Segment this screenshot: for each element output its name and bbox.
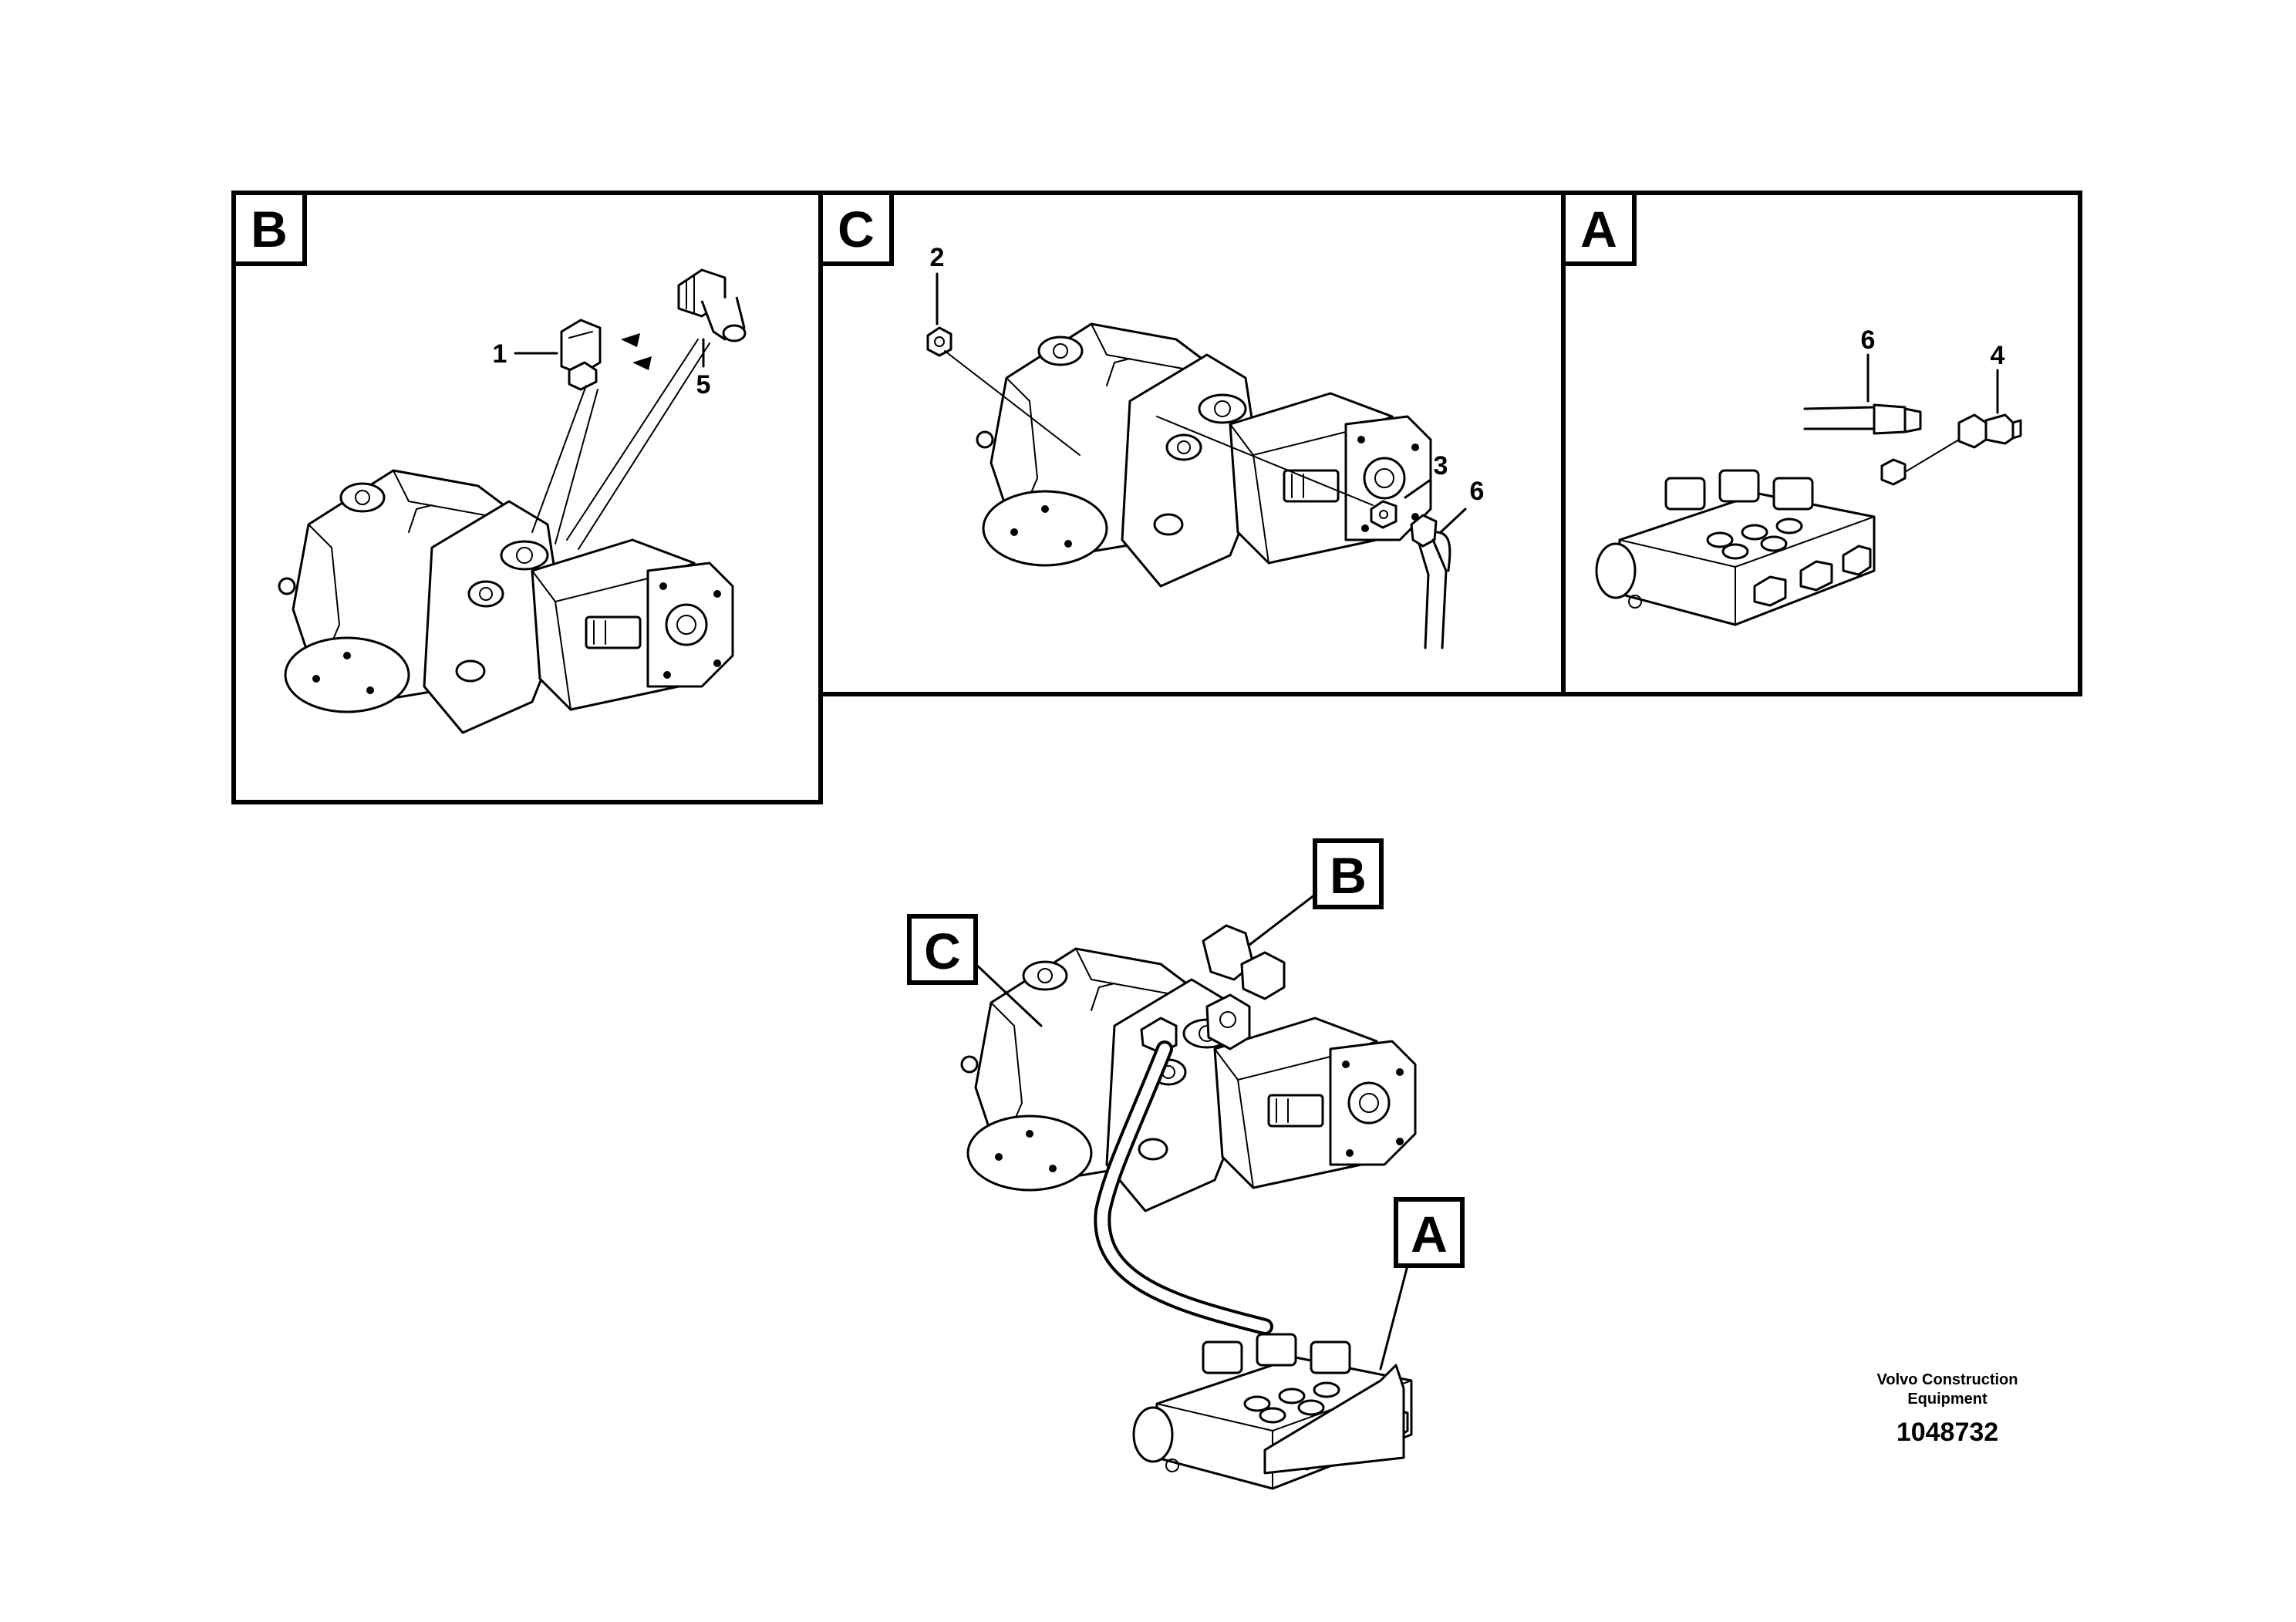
- callout-6-a: 6: [1861, 325, 1876, 355]
- fitting-1: [560, 319, 602, 391]
- panel-a-letter-box: [1561, 191, 1637, 266]
- callout-2: 2: [930, 243, 945, 272]
- detail-panel-b: B 1 5: [231, 191, 823, 804]
- overview-assembly: C B A: [907, 838, 1465, 1490]
- panel-a-frame: [1561, 191, 2082, 696]
- callout-6-c: 6: [1470, 477, 1485, 506]
- detail-panel-c: C 2 3 6: [818, 191, 1566, 696]
- hose-6-c: [1410, 514, 1451, 649]
- overview-callout-c-box: [907, 914, 978, 985]
- credit-line-1: Volvo Construction: [1877, 1371, 2018, 1388]
- valve-bracket: [1263, 1364, 1405, 1475]
- overview-callout-c: C: [924, 922, 961, 980]
- credit-line-2: Equipment: [1907, 1391, 1988, 1408]
- overview-leader-a: [1379, 1264, 1409, 1371]
- callout-4: 4: [1991, 341, 2005, 370]
- assembly-line-2: [944, 350, 1081, 456]
- overview-callout-b: B: [1330, 847, 1367, 904]
- panel-c-letter-box: [818, 191, 894, 266]
- fitting-3: [1370, 500, 1397, 529]
- callout-1: 1: [493, 339, 507, 369]
- overview-hose: [1097, 1044, 1270, 1332]
- overview-leader-c: [974, 963, 1043, 1027]
- panel-b-frame: [231, 191, 823, 804]
- assembly-lines-b: [531, 339, 710, 550]
- fitting-4: [1957, 413, 2022, 449]
- callout-5: 5: [696, 370, 711, 400]
- footer: Volvo Construction Equipment 1048732: [1877, 1371, 2018, 1447]
- overview-leader-b: [1248, 893, 1317, 946]
- overview-callout-a-box: [1394, 1197, 1465, 1268]
- fitting-valve-port: [1880, 458, 1907, 486]
- panel-b-letter: B: [251, 201, 288, 258]
- assembly-line-a: [1904, 439, 1960, 473]
- assembly-line-3: [1156, 416, 1374, 506]
- panel-c-letter: C: [838, 201, 875, 258]
- fitting-2: [926, 326, 952, 357]
- document-number: 1048732: [1896, 1418, 1998, 1447]
- detail-panel-a: A 6 4: [1561, 191, 2082, 696]
- pump-assembly-overview: [960, 947, 1417, 1212]
- leader-3: [1404, 478, 1432, 499]
- hose-6-a: [1803, 403, 1922, 435]
- panel-b-letter-box: [231, 191, 307, 266]
- overview-callout-a: A: [1411, 1206, 1448, 1263]
- break-marks-b: [621, 333, 652, 370]
- leader-6-c: [1439, 508, 1467, 534]
- callout-3: 3: [1434, 451, 1448, 481]
- overview-callout-b-box: [1313, 838, 1384, 909]
- panel-a-letter: A: [1580, 201, 1617, 258]
